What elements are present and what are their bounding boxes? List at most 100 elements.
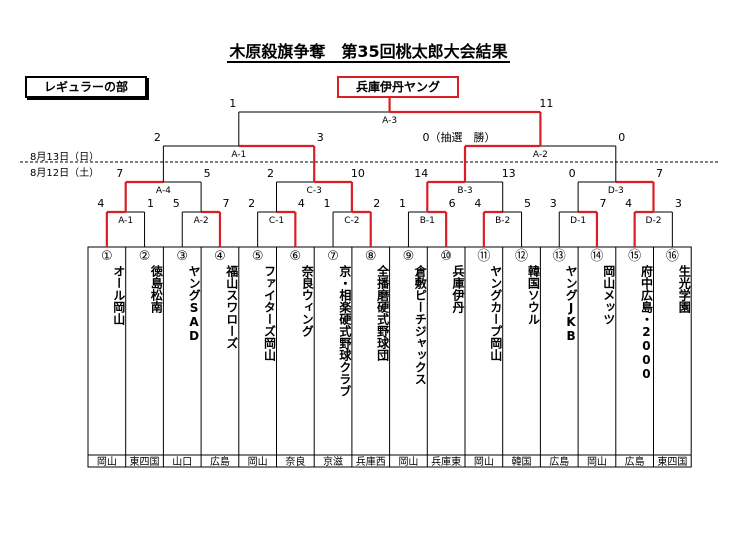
- match-label: A-1: [117, 216, 135, 226]
- score: 4: [297, 197, 305, 210]
- champion-box: 兵庫伊丹ヤング: [337, 76, 459, 98]
- team-name: オール岡山: [111, 265, 126, 325]
- match-label: A-2: [192, 216, 210, 226]
- team-prefecture: 東四国: [657, 457, 688, 468]
- team-name: ヤングカープ岡山: [488, 265, 503, 361]
- score: 7: [599, 197, 607, 210]
- match-label: A-4: [154, 186, 172, 196]
- score: 6: [448, 197, 456, 210]
- score: 3: [549, 197, 557, 210]
- team-number: ⑯: [665, 249, 679, 264]
- score: 11: [539, 97, 554, 110]
- team-name: 福山スワローズ: [224, 265, 239, 349]
- match-label: B-2: [494, 216, 512, 226]
- score: 3: [674, 197, 682, 210]
- score: 4: [97, 197, 105, 210]
- score: 5: [203, 167, 211, 180]
- team-name: 兵庫伊丹: [450, 265, 465, 313]
- score: 3: [316, 131, 324, 144]
- team-number: ⑨: [402, 249, 415, 264]
- team-number: ⑥: [289, 249, 302, 264]
- score: 1: [323, 197, 331, 210]
- team-number: ⑭: [590, 249, 604, 264]
- score: 10: [350, 167, 365, 180]
- date-day1: 8月12日（土）: [30, 168, 100, 179]
- team-prefecture: 京滋: [323, 457, 344, 468]
- date-day2: 8月13日（日）: [30, 152, 100, 163]
- team-number: ⑧: [364, 249, 377, 264]
- score: 1: [229, 97, 237, 110]
- score: 14: [414, 167, 429, 180]
- team-name: 生光学園: [677, 265, 692, 313]
- match-label: C-3: [305, 186, 323, 196]
- score: 2: [373, 197, 381, 210]
- team-name: 徳島松南: [149, 265, 164, 313]
- team-name: ファイターズ岡山: [262, 265, 277, 361]
- team-prefecture: 岡山: [473, 457, 494, 468]
- team-name: 府中広島・2000: [639, 265, 654, 381]
- team-prefecture: 岡山: [96, 457, 117, 468]
- team-number: ②: [138, 249, 151, 264]
- team-number: ⑫: [515, 249, 529, 264]
- match-label: D-3: [606, 186, 625, 196]
- team-number: ⑮: [628, 249, 642, 264]
- match-label: A-2: [531, 150, 549, 160]
- team-name: 全播磨硬式野球団: [375, 265, 390, 361]
- team-name: 倉敷ピーチジャックス: [413, 265, 428, 385]
- team-number: ④: [214, 249, 226, 264]
- team-prefecture: 広島: [209, 457, 230, 468]
- score: 2: [267, 167, 274, 180]
- team-number: ⑪: [477, 249, 491, 264]
- team-prefecture: 広島: [624, 457, 645, 468]
- match-label: B-1: [418, 216, 436, 226]
- score: 2: [153, 131, 161, 144]
- match-label: B-3: [456, 186, 474, 196]
- team-name: ヤングSAD: [187, 265, 202, 343]
- score: 0: [618, 131, 626, 144]
- score: 1: [147, 197, 155, 210]
- team-number: ⑬: [552, 249, 566, 264]
- team-prefecture: 岡山: [398, 457, 419, 468]
- team-number: ⑦: [327, 249, 339, 264]
- score: 13: [501, 167, 516, 180]
- team-prefecture: 山口: [172, 457, 193, 468]
- score: 7: [222, 197, 230, 210]
- team-prefecture: 奈良: [285, 457, 306, 468]
- team-prefecture: 兵庫西: [355, 457, 386, 468]
- team-name: ヤングJKB: [564, 265, 579, 343]
- match-label: A-1: [230, 150, 248, 160]
- team-number: ①: [101, 249, 113, 264]
- score: 1: [398, 197, 406, 210]
- score: 0（抽選 勝）: [422, 131, 496, 144]
- team-prefecture: 東四国: [129, 457, 160, 468]
- score: 5: [524, 197, 532, 210]
- score: 4: [625, 197, 633, 210]
- team-name: 韓国ソウル: [526, 265, 541, 325]
- team-prefecture: 岡山: [247, 457, 268, 468]
- team-number: ⑩: [440, 249, 452, 264]
- team-prefecture: 広島: [549, 457, 570, 468]
- team-number: ③: [176, 249, 189, 264]
- score: 0: [568, 167, 576, 180]
- match-label: D-2: [644, 216, 663, 226]
- team-prefecture: 岡山: [586, 457, 607, 468]
- team-name: 岡山メッツ: [601, 265, 616, 325]
- match-label: C-1: [267, 216, 286, 226]
- page-title: 木原殺旗争奪 第35回桃太郎大会結果: [227, 42, 510, 63]
- score: 4: [474, 197, 482, 210]
